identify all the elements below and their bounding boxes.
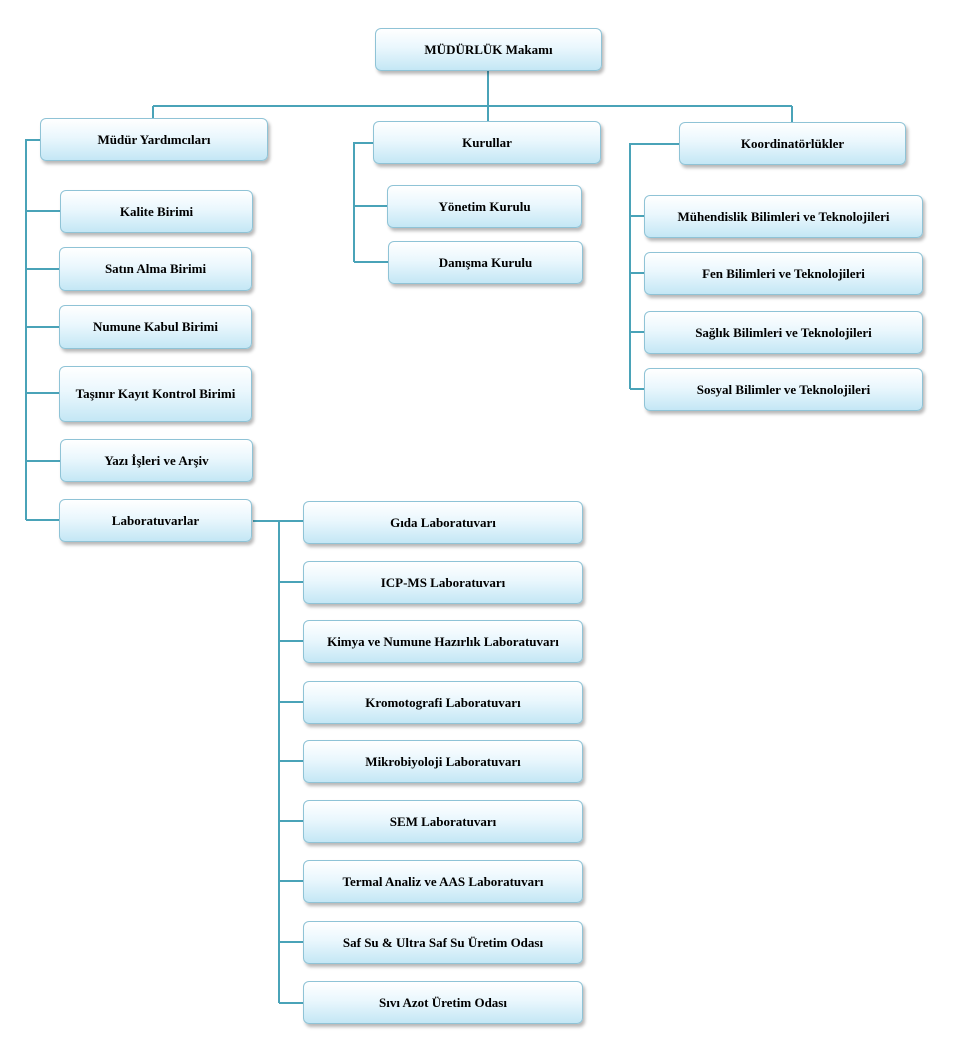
node-laboratuvarlar: Laboratuvarlar (59, 499, 252, 542)
node-gida-laboratuvari: Gıda Laboratuvarı (303, 501, 583, 544)
node-fen-bilimleri: Fen Bilimleri ve Teknolojileri (644, 252, 923, 295)
node-kalite-birimi: Kalite Birimi (60, 190, 253, 233)
connector-mudur-spine (25, 139, 40, 520)
node-muhendislik-bilimleri: Mühendislik Bilimleri ve Teknolojileri (644, 195, 923, 238)
connector-kurullar-spine (353, 142, 373, 262)
node-tasinir-kayit-kontrol-birimi: Taşınır Kayıt Kontrol Birimi (59, 366, 252, 422)
node-saf-su-uretim-odasi: Saf Su & Ultra Saf Su Üretim Odası (303, 921, 583, 964)
node-koordinatorlukler: Koordinatörlükler (679, 122, 906, 165)
root-node-mudurluk-makami: MÜDÜRLÜK Makamı (375, 28, 602, 71)
connector-koord-spine (629, 143, 679, 389)
node-icp-ms-laboratuvari: ICP-MS Laboratuvarı (303, 561, 583, 604)
node-termal-analiz-aas-laboratuvari: Termal Analiz ve AAS Laboratuvarı (303, 860, 583, 903)
node-saglik-bilimleri: Sağlık Bilimleri ve Teknolojileri (644, 311, 923, 354)
node-sem-laboratuvari: SEM Laboratuvarı (303, 800, 583, 843)
node-sivi-azot-uretim-odasi: Sıvı Azot Üretim Odası (303, 981, 583, 1024)
node-sosyal-bilimler: Sosyal Bilimler ve Teknolojileri (644, 368, 923, 411)
node-kromotografi-laboratuvari: Kromotografi Laboratuvarı (303, 681, 583, 724)
node-kimya-numune-hazirlik-laboratuvari: Kimya ve Numune Hazırlık Laboratuvarı (303, 620, 583, 663)
node-mikrobiyoloji-laboratuvari: Mikrobiyoloji Laboratuvarı (303, 740, 583, 783)
node-kurullar: Kurullar (373, 121, 601, 164)
node-yonetim-kurulu: Yönetim Kurulu (387, 185, 582, 228)
node-mudur-yardimcilari: Müdür Yardımcıları (40, 118, 268, 161)
node-yazi-isleri-ve-arsiv: Yazı İşleri ve Arşiv (60, 439, 253, 482)
node-satin-alma-birimi: Satın Alma Birimi (59, 247, 252, 291)
node-danisma-kurulu: Danışma Kurulu (388, 241, 583, 284)
node-numune-kabul-birimi: Numune Kabul Birimi (59, 305, 252, 349)
